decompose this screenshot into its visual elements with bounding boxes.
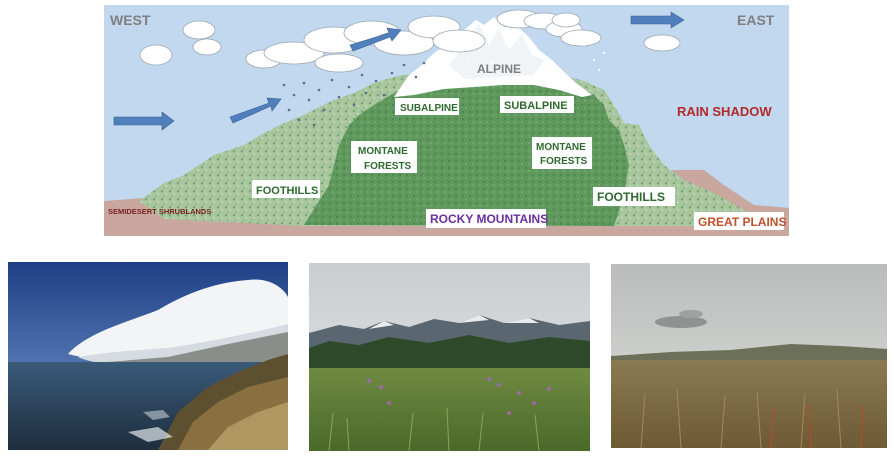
subalpine-west-box bbox=[395, 98, 459, 115]
great-plains-label: GREAT PLAINS bbox=[698, 215, 786, 229]
montane-west-label-line1: MONTANE bbox=[358, 146, 408, 157]
zone-label-boxes bbox=[252, 96, 784, 230]
coastal-cliff-photo bbox=[8, 262, 288, 450]
wind-arrow-east bbox=[630, 11, 685, 29]
alpine-label: ALPINE bbox=[477, 62, 521, 76]
wind-arrow-west-low bbox=[113, 111, 175, 131]
montane-east-label-line2: FORESTS bbox=[540, 156, 588, 167]
wind-arrow-upper bbox=[349, 27, 402, 52]
wind-arrows bbox=[113, 11, 685, 131]
subalpine-west-label: SUBALPINE bbox=[400, 103, 458, 114]
snowflakes bbox=[432, 43, 606, 72]
rocky-mountains-cross-section-diagram: WEST EAST ALPINE SUBALPINE SUBALPINE RAI… bbox=[104, 5, 789, 236]
subalpine-east-box bbox=[500, 96, 574, 113]
foothills-west-label: FOOTHILLS bbox=[256, 185, 318, 197]
foothills-east-label: FOOTHILLS bbox=[597, 190, 665, 204]
great-plains-box bbox=[694, 212, 784, 230]
foothills-east-box bbox=[593, 187, 675, 206]
foothills-west-box bbox=[252, 180, 320, 198]
clouds bbox=[139, 9, 681, 73]
precipitation-dots bbox=[282, 61, 426, 127]
montane-west-box bbox=[351, 141, 417, 173]
rain-shadow-label: RAIN SHADOW bbox=[677, 104, 772, 119]
wind-arrow-west-mid bbox=[229, 97, 282, 124]
subalpine-east-label: SUBALPINE bbox=[504, 100, 568, 112]
east-label: EAST bbox=[737, 12, 775, 28]
montane-east-box bbox=[532, 137, 592, 169]
mountain-meadow-photo bbox=[309, 263, 590, 451]
west-label: WEST bbox=[110, 12, 151, 28]
semidesert-label: SEMIDESERT SHRUBLANDS bbox=[108, 207, 211, 216]
grassland-plains-photo bbox=[611, 264, 887, 448]
montane-east-label-line1: MONTANE bbox=[536, 142, 586, 153]
rocky-mountains-label: ROCKY MOUNTAINS bbox=[430, 212, 548, 226]
rocky-mountains-box bbox=[426, 209, 546, 228]
montane-west-label-line2: FORESTS bbox=[364, 161, 412, 172]
